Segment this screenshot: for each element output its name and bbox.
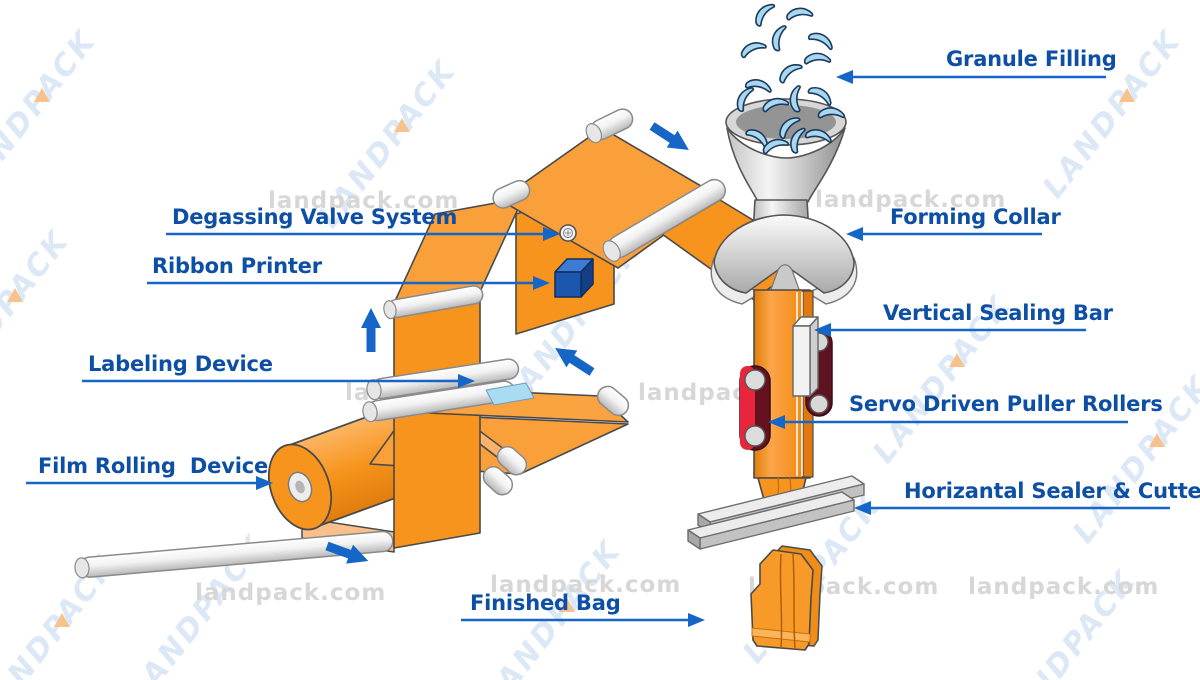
domain-watermark: landpack.com <box>268 188 459 214</box>
label-granule-filling: Granule Filling <box>946 47 1117 71</box>
label-horizontal-sealer: Horizantal Sealer & Cutter <box>904 479 1200 503</box>
callout-line-labeling-device <box>82 374 475 388</box>
label-vertical-sealing-bar: Vertical Sealing Bar <box>883 301 1113 325</box>
label-servo-puller-rollers: Servo Driven Puller Rollers <box>849 392 1163 416</box>
callout-line-granule-filling <box>836 70 1106 84</box>
vertical-film-panel <box>393 297 481 549</box>
brand-watermark: LANDPACK <box>0 223 77 405</box>
label-labeling-device: Labeling Device <box>88 352 273 376</box>
domain-watermark: landpack.com <box>815 187 1006 213</box>
unwind-roller <box>74 530 394 579</box>
degassing-valve <box>559 224 577 242</box>
brand-watermark: LANDPACK <box>0 23 104 205</box>
callout-line-finished-bag <box>461 613 705 627</box>
brand-watermark-accents <box>7 88 1165 627</box>
vertical-sealing-bar <box>792 316 819 397</box>
horizontal-sealer <box>687 475 865 550</box>
domain-watermark: landpack.com <box>490 572 681 598</box>
finished-bag <box>750 545 823 651</box>
callout-line-degassing-valve <box>166 227 560 241</box>
label-degassing-valve: Degassing Valve System <box>172 205 458 229</box>
label-film-rolling-device: Film Rolling Device <box>38 454 268 478</box>
label-forming-collar: Forming Collar <box>890 205 1061 229</box>
machine-graphic <box>74 1 865 651</box>
ribbon-printer-cube <box>554 258 594 298</box>
callout-line-forming-collar <box>846 227 1042 241</box>
callout-line-servo-rollers <box>768 415 1128 429</box>
puller-belt-left <box>739 365 771 451</box>
flow-arrow-up <box>361 308 381 352</box>
label-patch <box>485 382 535 406</box>
callout-lines <box>26 70 1170 627</box>
flow-arrow-down-right <box>646 117 695 159</box>
label-ribbon-printer: Ribbon Printer <box>152 254 322 278</box>
callout-line-film-rolling <box>26 476 273 490</box>
label-finished-bag: Finished Bag <box>470 591 621 615</box>
callout-line-horizontal-sealer <box>854 501 1170 515</box>
callout-line-ribbon-printer <box>147 276 550 290</box>
domain-watermark: landpack.com <box>968 574 1159 600</box>
domain-watermark: landpack.com <box>195 580 386 606</box>
web-rollers <box>362 108 727 496</box>
forming-collar <box>710 214 858 305</box>
callout-line-vertical-sealing-bar <box>814 323 1086 337</box>
